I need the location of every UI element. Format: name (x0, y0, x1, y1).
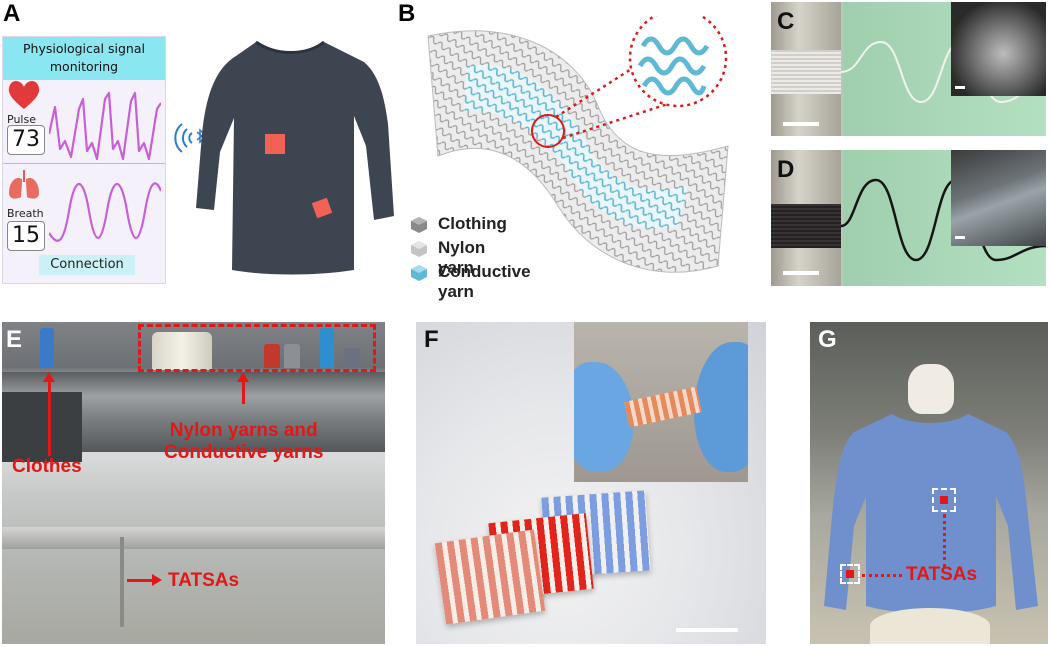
leader-horizontal (862, 574, 902, 577)
lungs-icon (9, 170, 39, 199)
legend-label-nylon: Nylon yarn (438, 238, 486, 277)
yarn-wrap-white (771, 50, 841, 94)
legend-label-clothing: Clothing (438, 214, 507, 233)
panel-c-label: C (777, 8, 795, 35)
yarns-dashed-box (138, 324, 376, 372)
panel-f-label: F (424, 326, 439, 353)
heart-icon (8, 81, 40, 109)
wrist-sensor (311, 197, 333, 219)
machine-head (2, 392, 82, 462)
cube-light-icon (411, 241, 427, 257)
yarn-white (841, 40, 1046, 104)
scalebar-c (783, 122, 819, 126)
glove-right (694, 342, 748, 472)
zoom-loops (637, 36, 710, 96)
swatch-pink (434, 529, 546, 625)
tatsas-arrowhead (152, 574, 162, 586)
smart-shirt (196, 40, 394, 275)
mannequin-head (908, 364, 954, 414)
fabric-diagram (427, 16, 729, 273)
spool-cyan (320, 328, 334, 368)
sem-inset-c (951, 2, 1046, 96)
scalebar-f (676, 628, 738, 632)
sensor-dot-wrist (846, 570, 854, 578)
needle-bed (2, 527, 385, 549)
zoom-circle (531, 114, 565, 148)
pulse-value: 73 (7, 125, 45, 155)
pulse-waveform (49, 91, 161, 161)
cube-blue-icon (411, 265, 427, 281)
sem-inset-d (951, 150, 1046, 246)
spool-blue (40, 328, 54, 368)
panel-a-label: A (3, 0, 21, 27)
breath-label: Breath (7, 207, 44, 220)
glove-left (574, 362, 634, 472)
divider (3, 163, 165, 164)
spool-slate (344, 348, 360, 368)
mannequin-base (870, 608, 990, 644)
yarns-annotation: Nylon yarns and Conductive yarns (164, 420, 324, 463)
panel-a: A Physiological signal monitoring Pulse … (0, 0, 395, 290)
panel-b-label: B (398, 0, 416, 27)
cube-gray-icon (411, 217, 427, 233)
clothes-arrow (48, 380, 51, 456)
sensor-box-wrist (840, 564, 860, 584)
tatsas-annotation-g: TATSAs (906, 564, 978, 585)
panel-b: B Clothing N (398, 0, 762, 301)
yarns-arrow (242, 378, 245, 404)
panel-d-label: D (777, 156, 795, 183)
yarns-arrowhead (237, 372, 249, 382)
scalebar-inset-d (955, 236, 965, 239)
breath-value: 15 (7, 221, 45, 251)
blue-shirt (824, 414, 1038, 614)
tatsas-arrow (127, 579, 153, 582)
panel-e-photo: Nylon yarns and Conductive yarns Clothes… (2, 322, 385, 644)
sensor-box-chest (932, 488, 956, 512)
panel-f: F (416, 322, 766, 644)
clothes-annotation: Clothes (12, 456, 82, 477)
spool-red (264, 344, 280, 368)
panel-e-label: E (6, 326, 23, 353)
spool-white (152, 332, 212, 370)
panel-d-photo: D (771, 150, 1046, 286)
connection-button[interactable]: Connection (39, 255, 135, 275)
yarn-black (841, 178, 1046, 262)
chest-sensor (265, 134, 285, 154)
stretch-inset (574, 322, 748, 482)
clothes-arrowhead (43, 372, 55, 382)
pulse-label: Pulse (7, 113, 36, 126)
stretched-swatch (624, 386, 702, 428)
leader-vertical (943, 514, 946, 568)
panel-c-photo: C (771, 2, 1046, 136)
fabric-strip (120, 537, 124, 627)
legend-label-conductive: Conductive yarn (438, 262, 531, 301)
panel-g-photo: TATSAs G (810, 322, 1048, 644)
breath-waveform (49, 182, 161, 242)
yarn-wrap-black (771, 204, 841, 248)
conductive-region (463, 64, 688, 229)
panel-g-label: G (818, 326, 837, 353)
spool-gray (284, 344, 300, 368)
app-title: Physiological signal monitoring (3, 37, 165, 80)
scalebar-inset-c (955, 86, 965, 89)
tatsas-annotation-e: TATSAs (168, 570, 240, 591)
scalebar-d (783, 271, 819, 275)
app-screen: Physiological signal monitoring Pulse 73… (2, 36, 166, 284)
sensor-dot-chest (940, 496, 948, 504)
